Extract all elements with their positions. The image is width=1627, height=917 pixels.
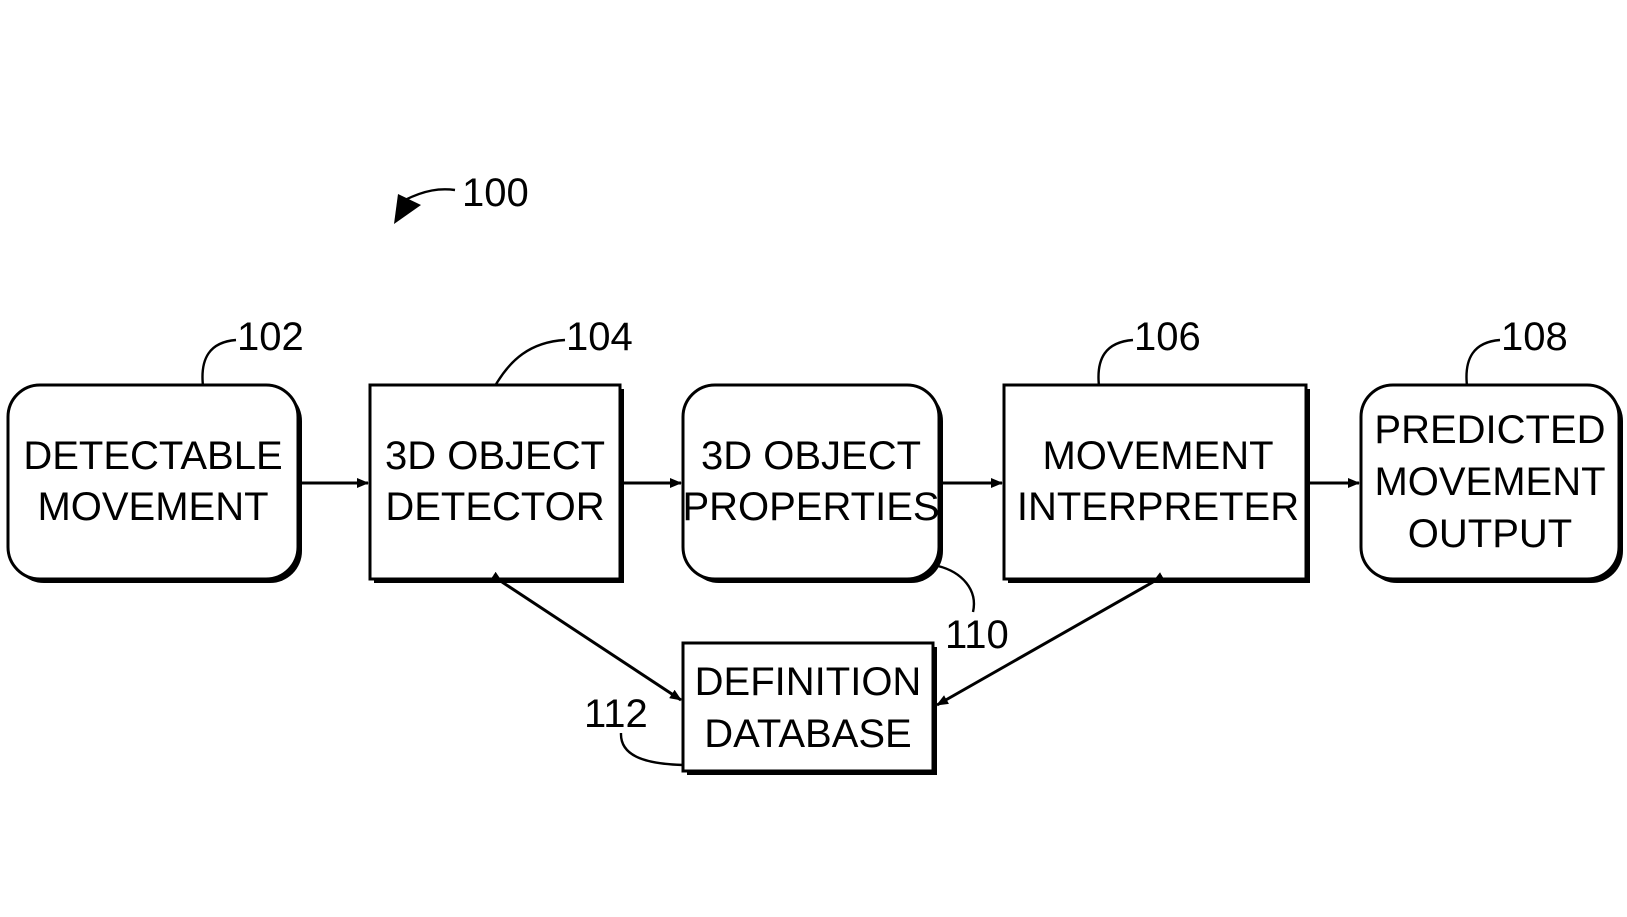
object-properties-shape xyxy=(681,383,941,581)
predicted-output-box: PREDICTED MOVEMENT OUTPUT 108 xyxy=(1359,315,1623,583)
arrow-interpreter-database-bidirectional xyxy=(936,572,1166,707)
definition-database-shape xyxy=(681,641,935,773)
object-detector-label-line2: DETECTOR xyxy=(385,485,604,529)
predicted-output-ref-label: 108 xyxy=(1501,315,1568,359)
predicted-output-ref-leader xyxy=(1465,338,1501,387)
detectable-movement-label-line1: DETECTABLE xyxy=(23,434,282,478)
predicted-output-label-line3: OUTPUT xyxy=(1408,512,1572,556)
movement-interpreter-label-line1: MOVEMENT xyxy=(1042,434,1273,478)
definition-database-ref-leader xyxy=(619,732,684,767)
object-detector-ref-leader xyxy=(493,338,566,387)
predicted-output-shape xyxy=(1359,383,1621,581)
detectable-movement-label-line2: MOVEMENT xyxy=(37,485,268,529)
figure-reference: 100 xyxy=(394,171,529,224)
detectable-movement-box: DETECTABLE MOVEMENT 102 xyxy=(6,315,304,583)
object-detector-shape xyxy=(368,383,622,581)
movement-interpreter-shape xyxy=(1002,383,1308,581)
predicted-output-label-line2: MOVEMENT xyxy=(1374,460,1605,504)
detectable-movement-ref-label: 102 xyxy=(237,315,304,359)
arrow-detector-database-bidirectional xyxy=(490,571,682,702)
definition-database-ref-label: 112 xyxy=(584,692,648,736)
object-properties-label-line1: 3D OBJECT xyxy=(701,434,921,478)
definition-database-label-line1: DEFINITION xyxy=(695,660,922,704)
movement-interpreter-ref-label: 106 xyxy=(1134,315,1201,359)
movement-interpreter-label-line2: INTERPRETER xyxy=(1017,485,1299,529)
movement-interpreter-ref-leader xyxy=(1097,338,1134,387)
predicted-output-label-line1: PREDICTED xyxy=(1374,408,1605,452)
object-detector-label-line1: 3D OBJECT xyxy=(385,434,605,478)
object-detector-ref-label: 104 xyxy=(566,315,633,359)
figure-ref-label: 100 xyxy=(462,171,529,215)
object-properties-label-line2: PROPERTIES xyxy=(682,485,939,529)
figure-ref-arrowhead xyxy=(394,194,421,224)
movement-interpreter-box: MOVEMENT INTERPRETER 106 xyxy=(1002,315,1310,583)
definition-database-label-line2: DATABASE xyxy=(704,712,911,756)
object-detector-box: 3D OBJECT DETECTOR 104 xyxy=(368,315,633,583)
object-properties-ref-leader xyxy=(937,564,976,613)
figure-ref-leader xyxy=(404,188,456,202)
definition-database-box: DEFINITION DATABASE 112 xyxy=(584,641,937,775)
object-properties-box: 3D OBJECT PROPERTIES 110 xyxy=(681,383,1009,657)
detectable-movement-ref-leader xyxy=(201,338,237,387)
detectable-movement-shape xyxy=(6,383,300,581)
object-properties-ref-label: 110 xyxy=(945,613,1009,657)
